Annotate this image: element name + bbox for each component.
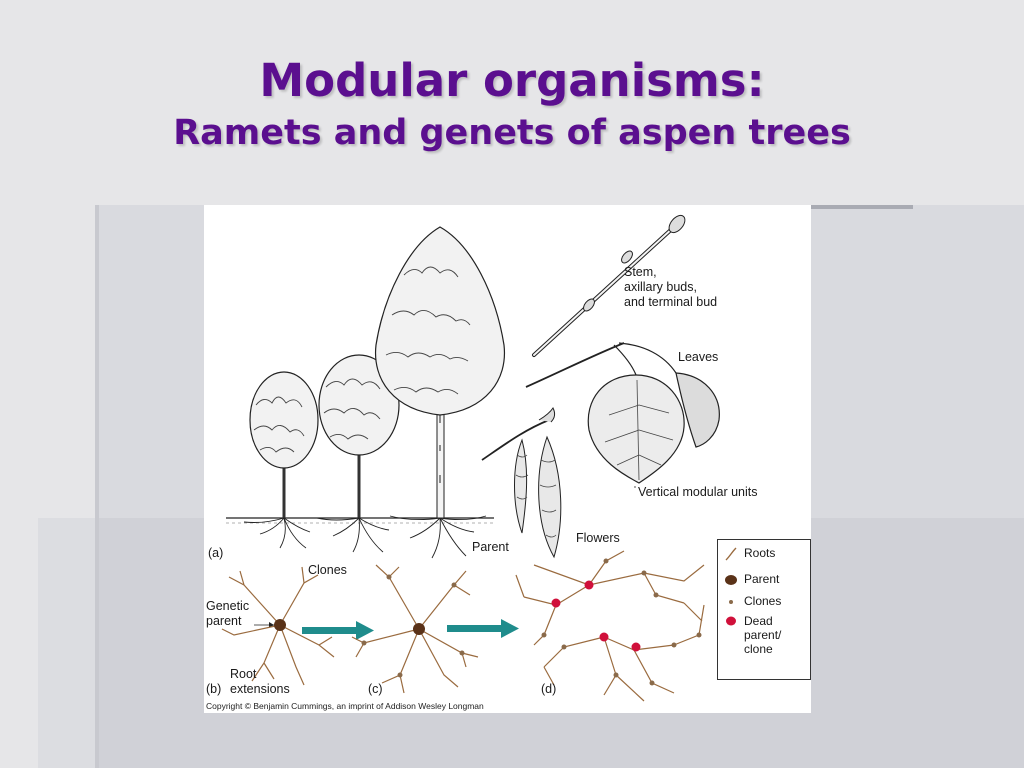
diagram-drawing (221, 214, 720, 702)
clone-dot-icon (722, 594, 744, 608)
parent-dot-c (413, 623, 425, 635)
label-panel-d: (d) (541, 682, 557, 696)
label-parent: Parent (472, 540, 509, 554)
aspen-diagram: Stem, axillary buds, and terminal bud Le… (204, 205, 811, 713)
legend-clones: Clones (722, 594, 781, 608)
legend-parent: Parent (722, 572, 779, 586)
slide-title: Modular organisms: (259, 54, 765, 107)
label-leaves: Leaves (678, 350, 719, 364)
slide-header: Modular organisms: Ramets and genets of … (0, 52, 1024, 156)
label-vertical-units: Vertical modular units (638, 485, 758, 499)
dead-dots-d (551, 580, 641, 652)
slide-subtitle: Ramets and genets of aspen trees (173, 113, 851, 153)
root-system-b (221, 566, 335, 686)
copyright-notice: Copyright © Benjamin Cummings, an imprin… (206, 701, 484, 711)
label-stem: Stem, axillary buds, and terminal bud (624, 265, 718, 309)
clones-c (361, 574, 465, 678)
clone-tree-small (243, 371, 319, 549)
label-root-extensions: Root extensions (230, 667, 290, 696)
label-panel-a: (a) (208, 546, 224, 560)
label-flowers: Flowers (576, 531, 620, 545)
stem-illustration (532, 214, 686, 357)
label-panel-c: (c) (368, 682, 383, 696)
root-icon (722, 546, 744, 561)
legend-roots: Roots (722, 546, 775, 561)
flowers-illustration (481, 407, 562, 559)
progression-arrow-2 (447, 619, 519, 638)
legend: Roots Parent Clones Dead parent/ clone (717, 539, 811, 680)
dead-dot-icon (722, 614, 744, 628)
parent-tree (374, 226, 506, 559)
label-genetic-parent: Genetic parent (206, 599, 250, 628)
clone-tree-medium (316, 354, 400, 553)
label-clones: Clones (308, 563, 347, 577)
root-network-d (515, 550, 705, 702)
label-panel-b: (b) (206, 682, 222, 696)
legend-dead: Dead parent/ clone (722, 614, 781, 656)
genetic-parent-dot (274, 619, 286, 631)
parent-dot-icon (722, 572, 744, 586)
decorative-rule (810, 205, 913, 209)
progression-arrow-1 (302, 621, 374, 640)
clones-d (541, 558, 702, 686)
background-shadow (95, 205, 99, 768)
leaves-illustration (525, 342, 720, 484)
